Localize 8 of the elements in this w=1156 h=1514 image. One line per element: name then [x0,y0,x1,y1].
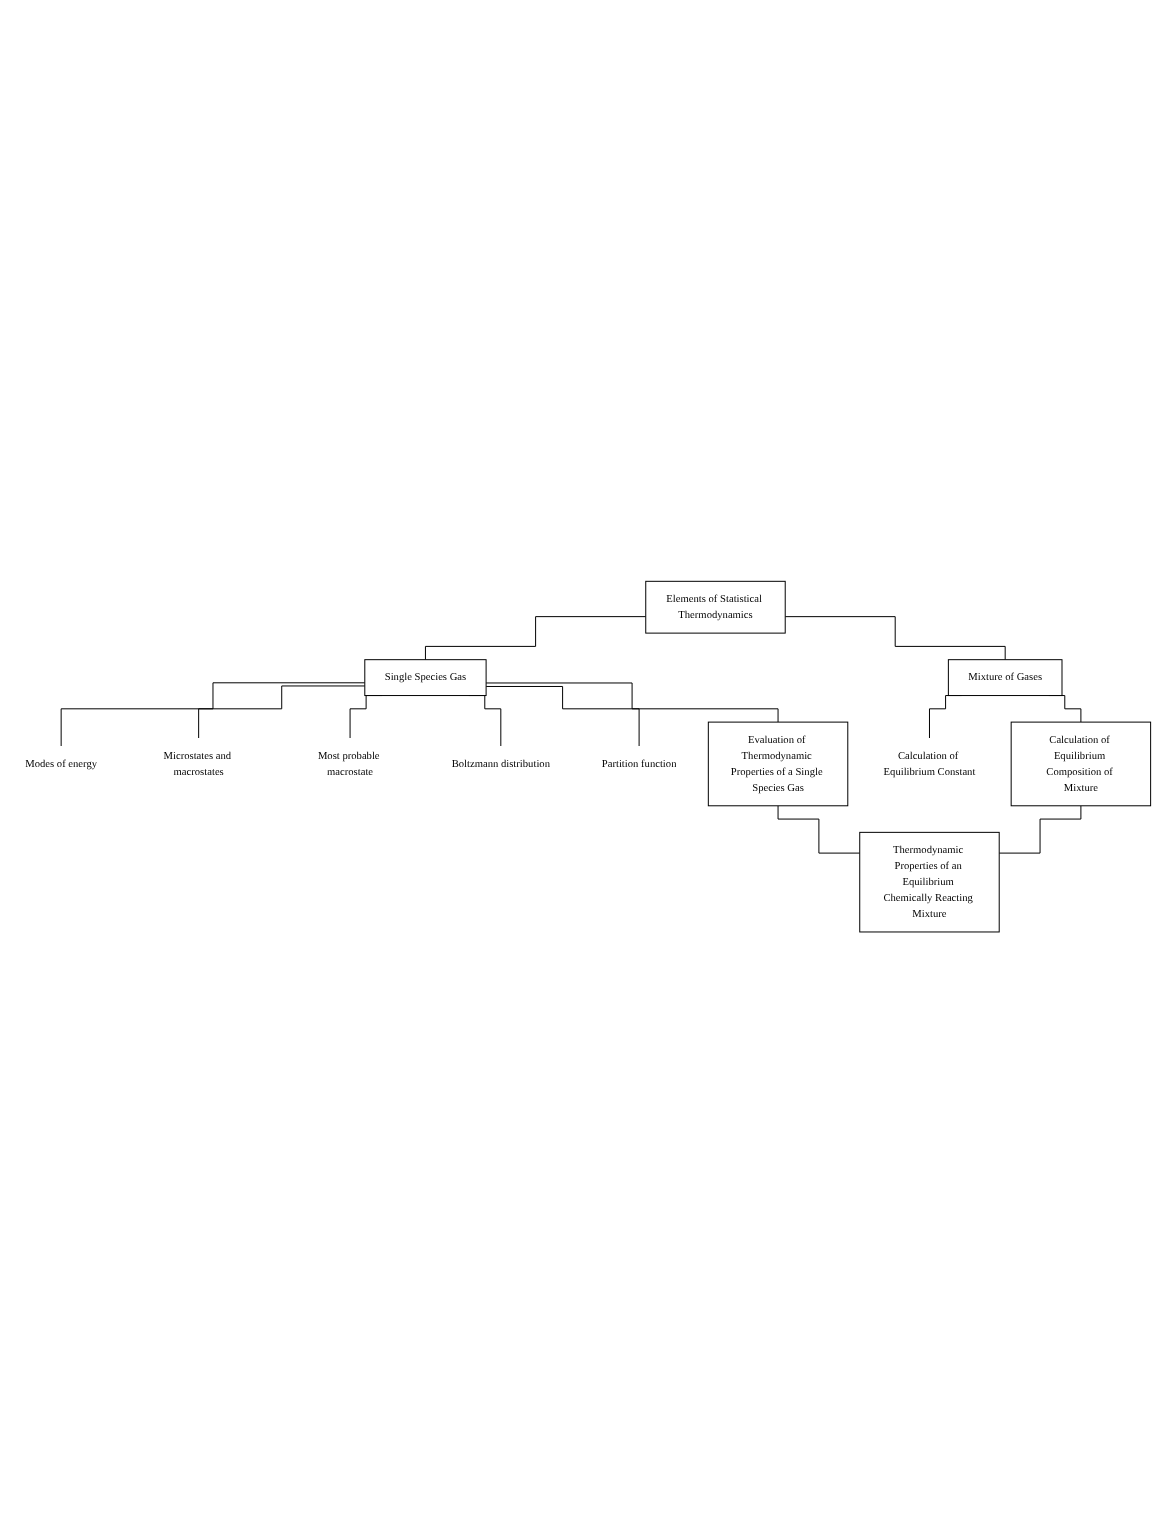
connector [777,805,861,854]
connector [198,685,366,739]
connector [784,616,1006,661]
connector [485,686,640,747]
connector [425,616,647,661]
connector [485,682,779,723]
connector [60,682,366,747]
connector [998,805,1082,854]
